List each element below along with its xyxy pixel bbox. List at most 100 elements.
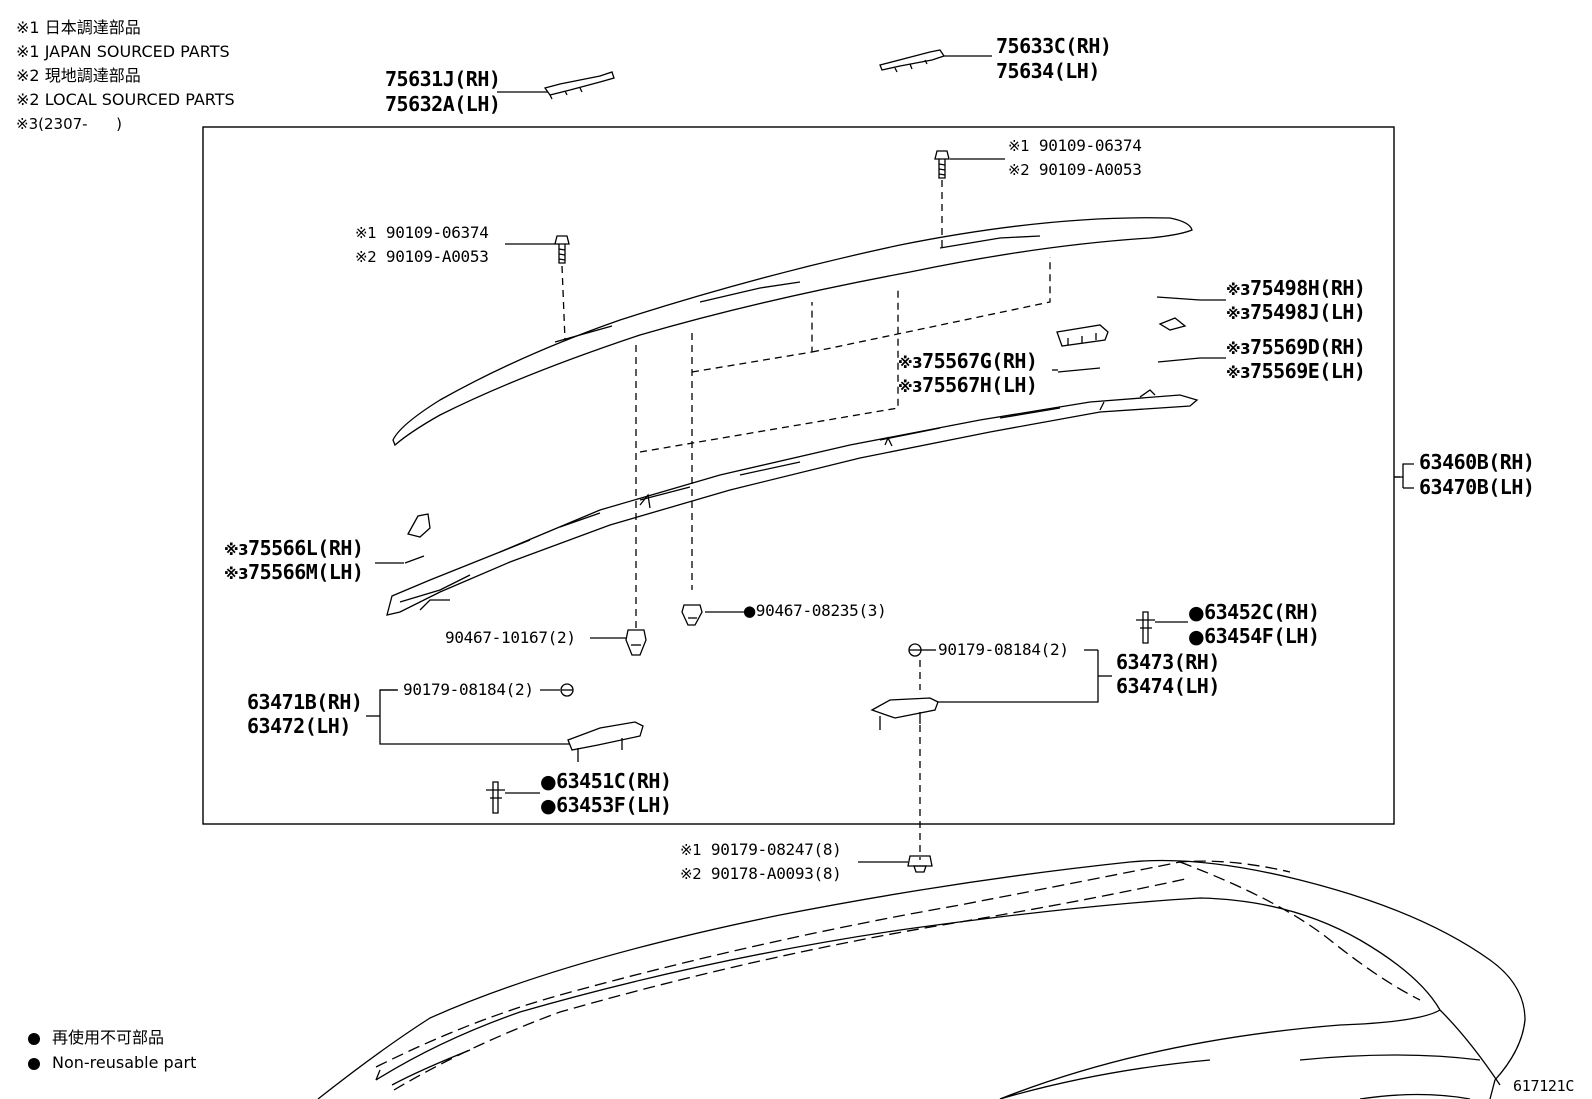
part-number: 75569D(RH) (1250, 335, 1366, 359)
note-mark: ※1 (16, 42, 40, 61)
label-75566M[interactable]: ※375566M(LH) (224, 560, 364, 584)
label-75567G[interactable]: ※375567G(RH) (898, 349, 1038, 373)
label-75569D[interactable]: ※375569D(RH) (1226, 335, 1366, 359)
part-number: 75569E(LH) (1250, 359, 1366, 383)
note-mark: ※2 (1008, 161, 1030, 179)
label-bolt-top-left-a[interactable]: ※1 90109-06374 (355, 225, 489, 241)
part-75566-drawing (404, 513, 431, 564)
clip-90467-10167-drawing (625, 629, 647, 656)
part-number: 90109-A0053 (1038, 160, 1142, 179)
part-number: 90467-08235(3) (755, 601, 887, 620)
note-1-en: ※1 JAPAN SOURCED PARTS (16, 44, 230, 60)
roof-rail-base-drawing (386, 389, 1199, 616)
label-75631J[interactable]: 75631J(RH) (385, 67, 501, 91)
part-number: 63453F(LH) (556, 793, 672, 817)
part-number: 90109-06374 (385, 223, 489, 242)
bolt-top-left-drawing (554, 235, 570, 264)
note-2-en: ※2 LOCAL SOURCED PARTS (16, 92, 235, 108)
label-nut-bottom-b[interactable]: ※2 90178-A0093(8) (680, 866, 842, 882)
legend-bullet-shape-1 (28, 1033, 40, 1045)
note-mark: ※3 (1226, 305, 1251, 323)
note-mark: ※3 (224, 541, 249, 559)
part-75569-drawing (1157, 357, 1201, 363)
label-90179-08184-right[interactable]: 90179-08184(2) (938, 640, 1069, 659)
label-75632A[interactable]: 75632A(LH) (385, 92, 501, 116)
label-75569E[interactable]: ※375569E(LH) (1226, 359, 1366, 383)
stud-63452-drawing (1136, 611, 1155, 644)
note-text: 現地調達部品 (44, 66, 141, 85)
note-text: (2307- ) (38, 115, 123, 133)
leader-63473 (938, 650, 1099, 703)
note-mark: ※1 (355, 224, 377, 242)
note-mark: ※2 (16, 90, 40, 109)
label-90179-08184-left[interactable]: 90179-08184(2) (403, 680, 534, 699)
label-63471B[interactable]: 63471B(RH) (247, 690, 363, 714)
note-mark: ※3 (1226, 364, 1251, 382)
note-mark: ※1 (16, 18, 40, 37)
bullet: ● (1188, 602, 1205, 624)
note-mark: ※3 (16, 115, 39, 133)
label-nut-bottom-a[interactable]: ※1 90179-08247(8) (680, 842, 842, 858)
part-75567-drawing (1056, 324, 1109, 373)
dashed-guides (561, 180, 1051, 860)
note-mark: ※1 (680, 841, 702, 859)
part-number: 90178-A0093(8) (710, 864, 842, 883)
note-mark: ※3 (898, 354, 923, 372)
note-mark: ※2 (16, 66, 40, 85)
bracket-63471-drawing (560, 683, 644, 762)
part-number: 75498J(LH) (1250, 300, 1366, 324)
part-number: 90109-A0053 (385, 247, 489, 266)
note-text: JAPAN SOURCED PARTS (44, 42, 230, 61)
nut-bottom-drawing (907, 855, 933, 873)
part-number: 75567H(LH) (922, 373, 1038, 397)
note-mark: ※3 (898, 378, 923, 396)
label-63474[interactable]: 63474(LH) (1116, 674, 1220, 698)
bracket-63473-drawing (870, 643, 939, 730)
label-bolt-top-right-a[interactable]: ※1 90109-06374 (1008, 138, 1142, 154)
label-90467-10167[interactable]: 90467-10167(2) (445, 628, 576, 647)
note-mark: ※3 (224, 565, 249, 583)
part-number: 75566M(LH) (248, 560, 364, 584)
note-1-jp: ※1 日本調達部品 (16, 20, 141, 36)
note-mark: ※1 (1008, 137, 1030, 155)
stud-63451-drawing (486, 781, 505, 814)
label-63473[interactable]: 63473(RH) (1116, 650, 1220, 674)
legend-bullet-shape-2 (28, 1058, 40, 1070)
vehicle-roof-drawing (317, 859, 1526, 1099)
label-75567H[interactable]: ※375567H(LH) (898, 373, 1038, 397)
note-mark: ※3 (1226, 340, 1251, 358)
part-number: 75566L(RH) (248, 536, 364, 560)
label-63470B[interactable]: 63470B(LH) (1419, 475, 1535, 499)
label-75566L[interactable]: ※375566L(RH) (224, 536, 364, 560)
figure-id: 617121C (1513, 1077, 1575, 1095)
label-63452C[interactable]: ●63452C(RH) (1188, 602, 1320, 623)
note-text: 日本調達部品 (44, 18, 141, 37)
label-75633C[interactable]: 75633C(RH) (996, 34, 1112, 58)
bullet: ● (1188, 626, 1205, 648)
note-mark: ※2 (355, 248, 377, 266)
part-75631-drawing (543, 71, 615, 100)
part-75498-drawing (1156, 296, 1201, 331)
label-63454F[interactable]: ●63454F(LH) (1188, 626, 1320, 647)
label-bolt-top-right-b[interactable]: ※2 90109-A0053 (1008, 162, 1142, 178)
note-text: LOCAL SOURCED PARTS (44, 90, 235, 109)
part-number: 63452C(RH) (1204, 600, 1320, 624)
bullet: ● (540, 795, 557, 817)
label-75498H[interactable]: ※375498H(RH) (1226, 278, 1366, 298)
label-bolt-top-left-b[interactable]: ※2 90109-A0053 (355, 249, 489, 265)
part-number: 75567G(RH) (922, 349, 1038, 373)
legend-jp: 再使用不可部品 (52, 1028, 165, 1047)
note-mark: ※2 (680, 865, 702, 883)
label-63451C[interactable]: ●63451C(RH) (540, 771, 672, 792)
label-63460B[interactable]: 63460B(RH) (1419, 450, 1535, 474)
roof-rail-cover-drawing (392, 217, 1193, 447)
label-75498J[interactable]: ※375498J(LH) (1226, 300, 1366, 324)
label-75634[interactable]: 75634(LH) (996, 59, 1100, 83)
part-number: 90109-06374 (1038, 136, 1142, 155)
label-63453F[interactable]: ●63453F(LH) (540, 795, 672, 816)
note-2-jp: ※2 現地調達部品 (16, 68, 141, 84)
part-75633-drawing (879, 49, 946, 73)
label-63472[interactable]: 63472(LH) (247, 714, 351, 738)
label-90467-08235[interactable]: ●90467-08235(3) (743, 601, 887, 620)
